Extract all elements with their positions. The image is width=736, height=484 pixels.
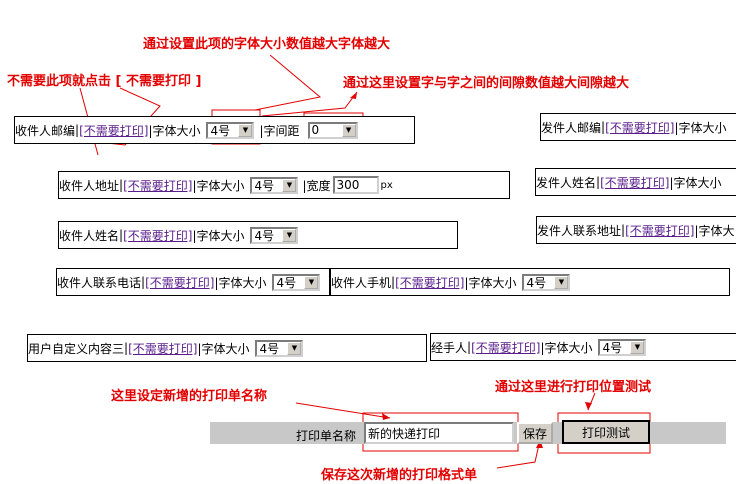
skip-print-link[interactable]: [不需要打印] [605, 120, 675, 135]
field-recv-addr: 收件人地址 | [不需要打印] |字体大小 4号 ▼ |宽度 300 px [58, 171, 510, 199]
arrow-spacing-note [261, 91, 358, 117]
font-size-label: |字体大 [694, 223, 735, 238]
font-size-select[interactable]: 4号 ▼ [206, 121, 255, 139]
arrow-test-note [587, 392, 596, 411]
separator: | [124, 341, 129, 355]
field-label: 发件人姓名 [536, 175, 597, 190]
field-label: 收件人姓名 [59, 228, 120, 243]
separator: | [621, 223, 626, 237]
skip-print-link[interactable]: [不需要打印] [79, 123, 149, 138]
select-value: 4号 [254, 228, 275, 243]
skip-print-note: 不需要此项就点击 [ 不需要打印 ] [7, 74, 202, 89]
skip-print-link[interactable]: [不需要打印] [123, 228, 193, 243]
chevron-down-icon: ▼ [304, 275, 319, 289]
separator: | [601, 120, 606, 134]
print-test-button[interactable]: 打印测试 [562, 420, 650, 444]
chevron-down-icon: ▼ [554, 275, 569, 289]
select-value: 4号 [254, 178, 275, 193]
font-size-label: |字体大小 [674, 120, 727, 135]
field-send-zip: 发件人邮编 | [不需要打印] |字体大小 [540, 113, 736, 141]
font-size-label: |字体大小 [192, 228, 245, 243]
font-size-label: |字体大小 [540, 340, 593, 355]
select-value: 4号 [210, 123, 231, 138]
chevron-down-icon: ▼ [238, 123, 253, 137]
font-size-select[interactable]: 4号 ▼ [272, 273, 321, 291]
spacing-select[interactable]: 0▼ [307, 121, 358, 139]
print-name-label: 打印单名称 [296, 429, 357, 443]
separator: | [467, 340, 472, 354]
field-label: 收件人手机 [331, 275, 392, 290]
field-recv-mobile: 收件人手机 | [不需要打印] |字体大小 4号 ▼ [330, 268, 730, 296]
field-custom3: 用户自定义内容三 | [不需要打印] |字体大小 4号 ▼ [27, 334, 427, 362]
field-label: 收件人地址 [59, 178, 120, 193]
field-label: 经手人 [431, 340, 468, 355]
font-size-label: |字体大小 [148, 123, 201, 138]
field-label: 收件人联系电话 [57, 275, 142, 290]
save-note: 保存这次新增的打印格式单 [321, 468, 478, 483]
font-size-select[interactable]: 4号 ▼ [522, 273, 571, 291]
field-label: 发件人邮编 [541, 120, 602, 135]
select-value: 4号 [259, 341, 280, 356]
skip-print-link[interactable]: [不需要打印] [145, 275, 215, 290]
width-input[interactable]: 300 [332, 176, 379, 194]
field-label: 发件人联系地址 [537, 223, 622, 238]
select-value: 4号 [602, 340, 623, 355]
skip-print-link[interactable]: [不需要打印] [471, 340, 541, 355]
font-size-label: |字体大小 [669, 175, 722, 190]
separator: | [391, 275, 396, 289]
skip-print-link[interactable]: [不需要打印] [600, 175, 670, 190]
font-size-select[interactable]: 4号 ▼ [598, 338, 647, 356]
field-handler: 经手人 | [不需要打印] |字体大小 4号 ▼ [430, 333, 736, 361]
test-note: 通过这里进行打印位置测试 [495, 380, 652, 395]
spacing-note: 通过这里设置字与字之间的间隙数值越大间隙越大 [343, 76, 630, 91]
name-note: 这里设定新增的打印单名称 [111, 389, 268, 404]
arrow-save-note [496, 439, 541, 469]
field-send-name: 发件人姓名 | [不需要打印] |字体大小 [535, 168, 736, 196]
field-recv-zip: 收件人邮编 | [不需要打印] |字体大小 4号▼ |字间距 0▼ [14, 116, 415, 144]
font-size-select[interactable]: 4号 ▼ [250, 176, 299, 194]
font-size-label: |字体大小 [197, 341, 250, 356]
chevron-down-icon: ▼ [282, 228, 297, 242]
select-value: 4号 [526, 275, 547, 290]
separator: | [119, 178, 124, 192]
separator: | [119, 228, 124, 242]
field-label: 用户自定义内容三 [28, 341, 125, 356]
print-name-input[interactable]: 新的快递打印 [364, 422, 514, 444]
skip-print-link[interactable]: [不需要打印] [123, 178, 193, 193]
arrow-name-note [295, 402, 391, 419]
separator: | [75, 123, 80, 137]
separator: | [596, 175, 601, 189]
select-value: 4号 [276, 275, 297, 290]
font-size-select[interactable]: 4号 ▼ [255, 339, 304, 357]
font-size-note: 通过设置此项的字体大小数值越大字体越大 [143, 37, 391, 52]
spacing-label: |字间距 [259, 123, 300, 138]
chevron-down-icon: ▼ [341, 123, 356, 137]
separator: | [141, 275, 146, 289]
skip-print-link[interactable]: [不需要打印] [395, 275, 465, 290]
skip-print-link[interactable]: [不需要打印] [625, 223, 695, 238]
arrow-font-size-note [254, 54, 322, 111]
field-recv-phone: 收件人联系电话 | [不需要打印] |字体大小 4号 ▼ [56, 268, 330, 296]
field-label: 收件人邮编 [15, 123, 76, 138]
font-size-label: |字体大小 [192, 178, 245, 193]
width-label: |宽度 [302, 178, 331, 193]
font-size-select[interactable]: 4号 ▼ [250, 226, 299, 244]
unit-label: px [380, 179, 393, 191]
chevron-down-icon: ▼ [287, 341, 302, 355]
font-size-label: |字体大小 [464, 275, 517, 290]
font-size-label: |字体大小 [214, 275, 267, 290]
save-button[interactable]: 保存 [517, 422, 553, 444]
chevron-down-icon: ▼ [630, 340, 645, 354]
skip-print-link[interactable]: [不需要打印] [128, 341, 198, 356]
chevron-down-icon: ▼ [282, 178, 297, 192]
field-send-addr: 发件人联系地址 | [不需要打印] |字体大 [536, 216, 736, 244]
field-recv-name: 收件人姓名 | [不需要打印] |字体大小 4号 ▼ [58, 221, 458, 249]
select-value: 0 [311, 123, 320, 137]
